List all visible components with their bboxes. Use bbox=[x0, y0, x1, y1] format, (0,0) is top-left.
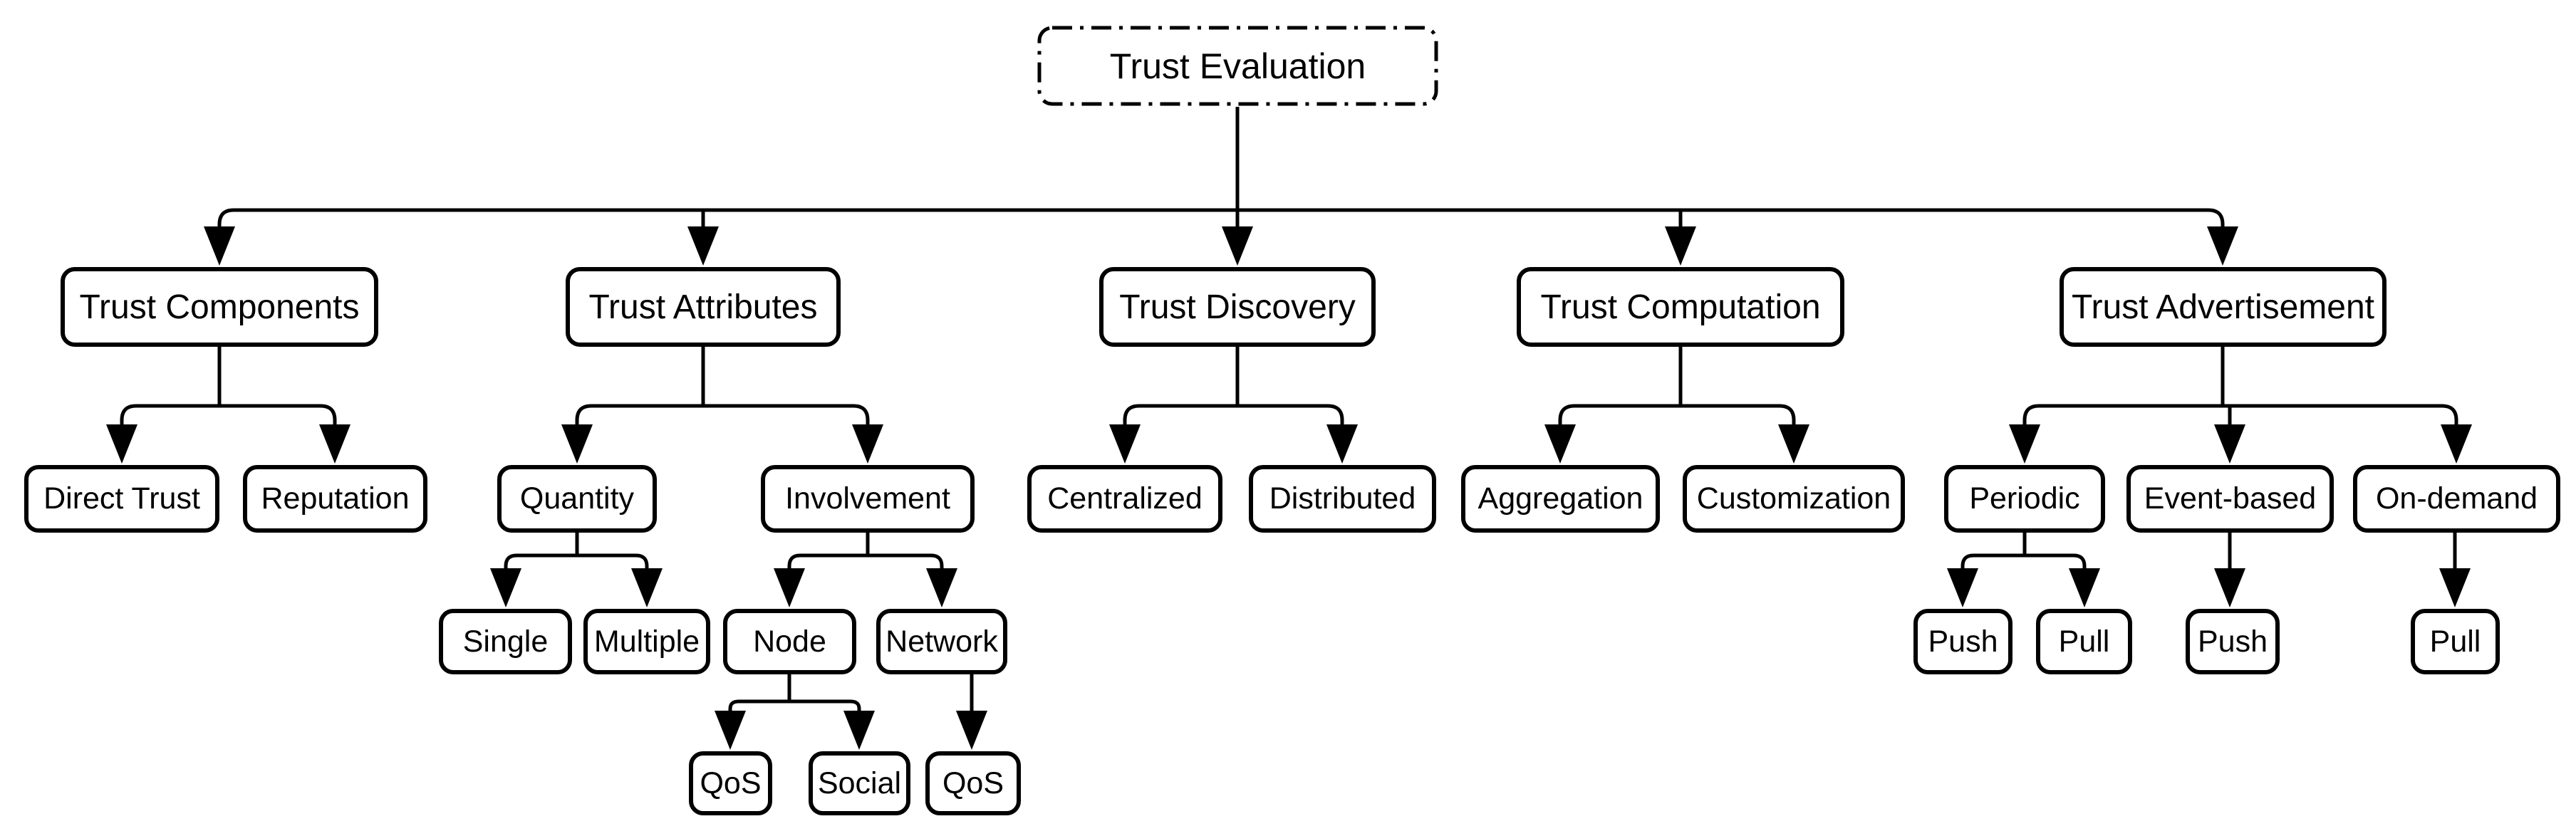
node-periodic: Periodic bbox=[1944, 465, 2105, 533]
node-involvement: Involvement bbox=[761, 465, 975, 533]
node-label: Multiple bbox=[593, 624, 700, 659]
node-label: Direct Trust bbox=[43, 481, 200, 516]
node-event-based: Event-based bbox=[2126, 465, 2334, 533]
node-label: Pull bbox=[2058, 624, 2110, 659]
node-label: On-demand bbox=[2375, 481, 2538, 516]
node-customization: Customization bbox=[1683, 465, 1905, 533]
node-social: Social bbox=[809, 751, 910, 815]
node-on-demand: On-demand bbox=[2353, 465, 2560, 533]
node-label: Trust Discovery bbox=[1119, 288, 1356, 326]
node-label: Pull bbox=[2429, 624, 2481, 659]
node-direct-trust: Direct Trust bbox=[24, 465, 219, 533]
node-trust-advertisement: Trust Advertisement bbox=[2060, 267, 2387, 347]
node-push-event-based: Push bbox=[2186, 609, 2280, 674]
node-label: Periodic bbox=[1969, 481, 2080, 516]
node-label: QoS bbox=[942, 766, 1004, 800]
node-label: Push bbox=[2197, 624, 2268, 659]
node-pull-on-demand: Pull bbox=[2411, 609, 2500, 674]
node-quantity: Quantity bbox=[497, 465, 657, 533]
node-multiple: Multiple bbox=[583, 609, 710, 674]
node-label: Involvement bbox=[785, 481, 950, 516]
node-label: Trust Advertisement bbox=[2071, 288, 2375, 326]
node-distributed: Distributed bbox=[1249, 465, 1436, 533]
node-label: Centralized bbox=[1047, 481, 1203, 516]
dash-dot-border bbox=[1037, 26, 1438, 106]
node-label: Trust Evaluation bbox=[1109, 46, 1366, 86]
node-pull-periodic: Pull bbox=[2036, 609, 2132, 674]
node-label: Trust Components bbox=[79, 288, 360, 326]
node-label: Distributed bbox=[1269, 481, 1416, 516]
node-trust-evaluation: Trust Evaluation bbox=[1037, 25, 1439, 107]
node-label: Social bbox=[817, 766, 902, 800]
node-reputation: Reputation bbox=[243, 465, 427, 533]
node-qos-network: QoS bbox=[925, 751, 1021, 815]
node-label: Single bbox=[462, 624, 549, 659]
node-trust-discovery: Trust Discovery bbox=[1099, 267, 1376, 347]
node-aggregation: Aggregation bbox=[1461, 465, 1660, 533]
node-label: Event-based bbox=[2144, 481, 2317, 516]
edge-lines bbox=[120, 107, 2458, 711]
node-label: Customization bbox=[1696, 481, 1891, 516]
node-label: Quantity bbox=[519, 481, 635, 516]
node-label: QoS bbox=[700, 766, 762, 800]
node-node: Node bbox=[723, 609, 856, 674]
node-trust-computation: Trust Computation bbox=[1517, 267, 1844, 347]
node-centralized: Centralized bbox=[1027, 465, 1222, 533]
node-trust-attributes: Trust Attributes bbox=[566, 267, 841, 347]
node-label: Trust Attributes bbox=[588, 288, 818, 326]
node-label: Network bbox=[886, 624, 998, 659]
node-trust-components: Trust Components bbox=[61, 267, 378, 347]
arrowheads bbox=[106, 226, 2472, 750]
node-label: Push bbox=[1928, 624, 1998, 659]
node-label: Reputation bbox=[261, 481, 410, 516]
node-label: Aggregation bbox=[1477, 481, 1643, 516]
node-push-periodic: Push bbox=[1913, 609, 2012, 674]
node-label: Node bbox=[753, 624, 826, 659]
node-label: Trust Computation bbox=[1540, 288, 1821, 326]
node-network: Network bbox=[876, 609, 1007, 674]
node-qos-node: QoS bbox=[689, 751, 772, 815]
node-single: Single bbox=[439, 609, 572, 674]
